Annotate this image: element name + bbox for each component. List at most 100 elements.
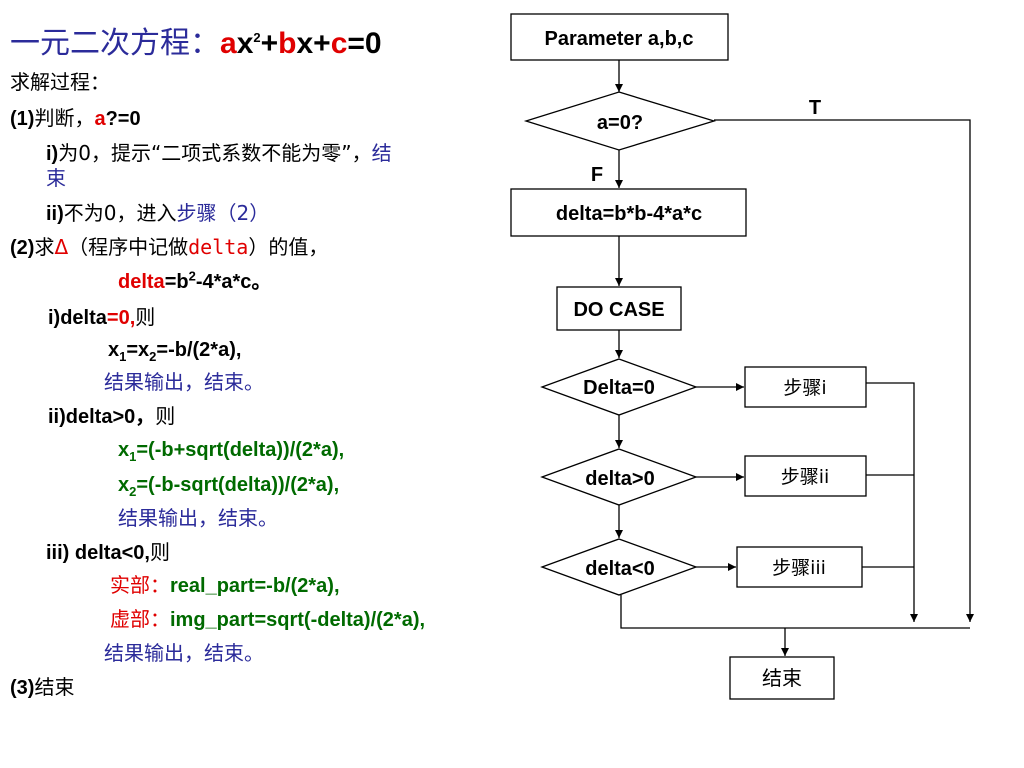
step-i-box <box>744 366 867 408</box>
case-i-x: x <box>108 339 120 361</box>
step-iii-box <box>736 546 863 588</box>
step1i-end-2: 束 <box>46 166 66 190</box>
delta-formula-rest: -4*a*c。 <box>195 271 272 293</box>
case-i-sub2: 2 <box>149 349 157 364</box>
false-label: F <box>591 164 603 186</box>
steps-heading: 求解过程： <box>10 70 110 94</box>
step1ii-label: ii) <box>46 203 64 225</box>
step-i-label: 步骤i <box>783 377 826 399</box>
case-delta-negative <box>540 538 698 596</box>
eq-x-plus: x+ <box>296 27 331 60</box>
step-ii-label: 步骤ii <box>781 466 830 488</box>
case-delta-zero-label: Delta=0 <box>583 377 655 399</box>
case-ii-line: ii)delta>0，则 <box>48 404 175 429</box>
step2-line: (2)求Δ（程序中记做delta）的值， <box>10 235 328 260</box>
step1i-line: i)为0，提示“二项式系数不能为零”，结 <box>46 141 392 166</box>
case-ii-output: 结果输出，结束。 <box>118 506 278 530</box>
connector-true-branch <box>714 119 974 622</box>
decision-a-zero-label: a=0? <box>597 112 643 134</box>
start-box-label: Parameter a,b,c <box>545 28 694 50</box>
end-box-label: 结束 <box>762 666 802 690</box>
title-text: 一元二次方程： <box>10 26 220 61</box>
case-iii-line: iii) delta<0,则 <box>46 540 170 565</box>
end-box <box>729 656 835 700</box>
step3-label: (3) <box>10 677 35 699</box>
delta-formula-eq: =b <box>164 271 189 293</box>
true-label: T <box>809 97 821 119</box>
eq-x: x <box>236 27 254 60</box>
step1i-end-1: 结 <box>371 141 392 165</box>
eq-end: =0 <box>347 27 382 60</box>
case-i-eq: =x <box>126 339 150 361</box>
case-ii-formula-1: x1=(-b+sqrt(delta))/(2*a), <box>118 438 345 464</box>
case-i-eq0: =0, <box>106 307 136 329</box>
eq-exponent: 2 <box>253 30 261 45</box>
case-ii-sub2: 2 <box>129 484 137 499</box>
step2-text-2: （程序中记做 <box>68 235 189 259</box>
compute-delta-label: delta=b*b-4*a*c <box>556 203 702 225</box>
step1ii-step: 步骤（2） <box>176 201 270 225</box>
eq-a: a <box>220 27 237 60</box>
docase-box <box>556 286 682 331</box>
case-i-label: i)delta <box>48 307 107 329</box>
step1i-label: i) <box>46 143 59 165</box>
case-ii-sub1: 1 <box>129 449 137 464</box>
case-i-rest: =-b/(2*a), <box>156 339 242 361</box>
case-iii-real: 实部：real_part=-b/(2*a), <box>110 573 340 598</box>
step2-text-3: ）的值， <box>248 235 329 259</box>
case-ii-f2: =(-b-sqrt(delta))/(2*a), <box>136 474 340 496</box>
case-iii-then: 则 <box>149 540 170 564</box>
step1-a: a <box>94 108 106 130</box>
case-ii-x2: x <box>118 474 130 496</box>
case-iii-real-formula: real_part=-b/(2*a), <box>170 575 340 597</box>
docase-label: DO CASE <box>573 299 664 321</box>
case-delta-zero <box>540 358 698 416</box>
case-ii-formula-2: x2=(-b-sqrt(delta))/(2*a), <box>118 473 340 499</box>
case-ii-x1: x <box>118 439 130 461</box>
case-i-sub1: 1 <box>119 349 127 364</box>
case-iii-real-label: 实部： <box>110 573 170 597</box>
case-iii-output: 结果输出，结束。 <box>104 641 264 665</box>
flowchart-connectors <box>615 60 974 656</box>
connector-merge <box>620 595 970 629</box>
case-iii-imag-label: 虚部： <box>110 607 170 631</box>
step1ii-text: 不为0，进入 <box>63 201 177 225</box>
case-i-then: 则 <box>135 305 156 329</box>
step3-line: (3)结束 <box>10 675 74 700</box>
compute-delta-box <box>510 188 747 237</box>
eq-c: c <box>330 27 348 60</box>
case-delta-positive-label: delta>0 <box>585 468 654 490</box>
case-delta-positive <box>540 448 698 506</box>
eq-b: b <box>278 27 297 60</box>
step2-text: 求 <box>34 235 55 259</box>
case-iii-imag: 虚部：img_part=sqrt(-delta)/(2*a), <box>110 607 425 632</box>
case-i-line: i)delta=0,则 <box>48 305 155 330</box>
step-iii-label: 步骤iii <box>772 557 826 579</box>
step2-label: (2) <box>10 237 35 259</box>
case-ii-f1: =(-b+sqrt(delta))/(2*a), <box>136 439 345 461</box>
decision-a-zero <box>523 91 717 151</box>
step2-delta-code: delta <box>188 235 249 259</box>
connector-step1-out <box>866 382 918 622</box>
step1-text: 判断， <box>34 106 95 130</box>
case-delta-negative-label: delta<0 <box>585 558 654 580</box>
start-box <box>510 13 729 61</box>
case-ii-then: 则 <box>155 404 176 428</box>
step1-label: (1) <box>10 108 35 130</box>
case-i-output: 结果输出，结束。 <box>104 370 264 394</box>
step2-delta-symbol: Δ <box>54 235 69 259</box>
case-ii-label: ii)delta>0， <box>48 406 156 428</box>
delta-formula-lhs: delta <box>118 271 165 293</box>
delta-formula-sup: 2 <box>188 268 196 284</box>
step-ii-box <box>744 455 867 497</box>
step1-question: ?=0 <box>105 108 141 130</box>
case-iii-label: iii) delta<0, <box>46 542 150 564</box>
equation-title: 一元二次方程：ax2+bx+c=0 <box>10 26 382 62</box>
step1-line: (1)判断，a?=0 <box>10 106 141 131</box>
step1ii-line: ii)不为0，进入步骤（2） <box>46 201 269 226</box>
delta-formula: delta=b2-4*a*c。 <box>118 268 272 294</box>
step3-text: 结束 <box>34 675 75 699</box>
step1i-text: 为0，提示“二项式系数不能为零”， <box>58 141 372 165</box>
case-iii-imag-formula: img_part=sqrt(-delta)/(2*a), <box>170 609 426 631</box>
